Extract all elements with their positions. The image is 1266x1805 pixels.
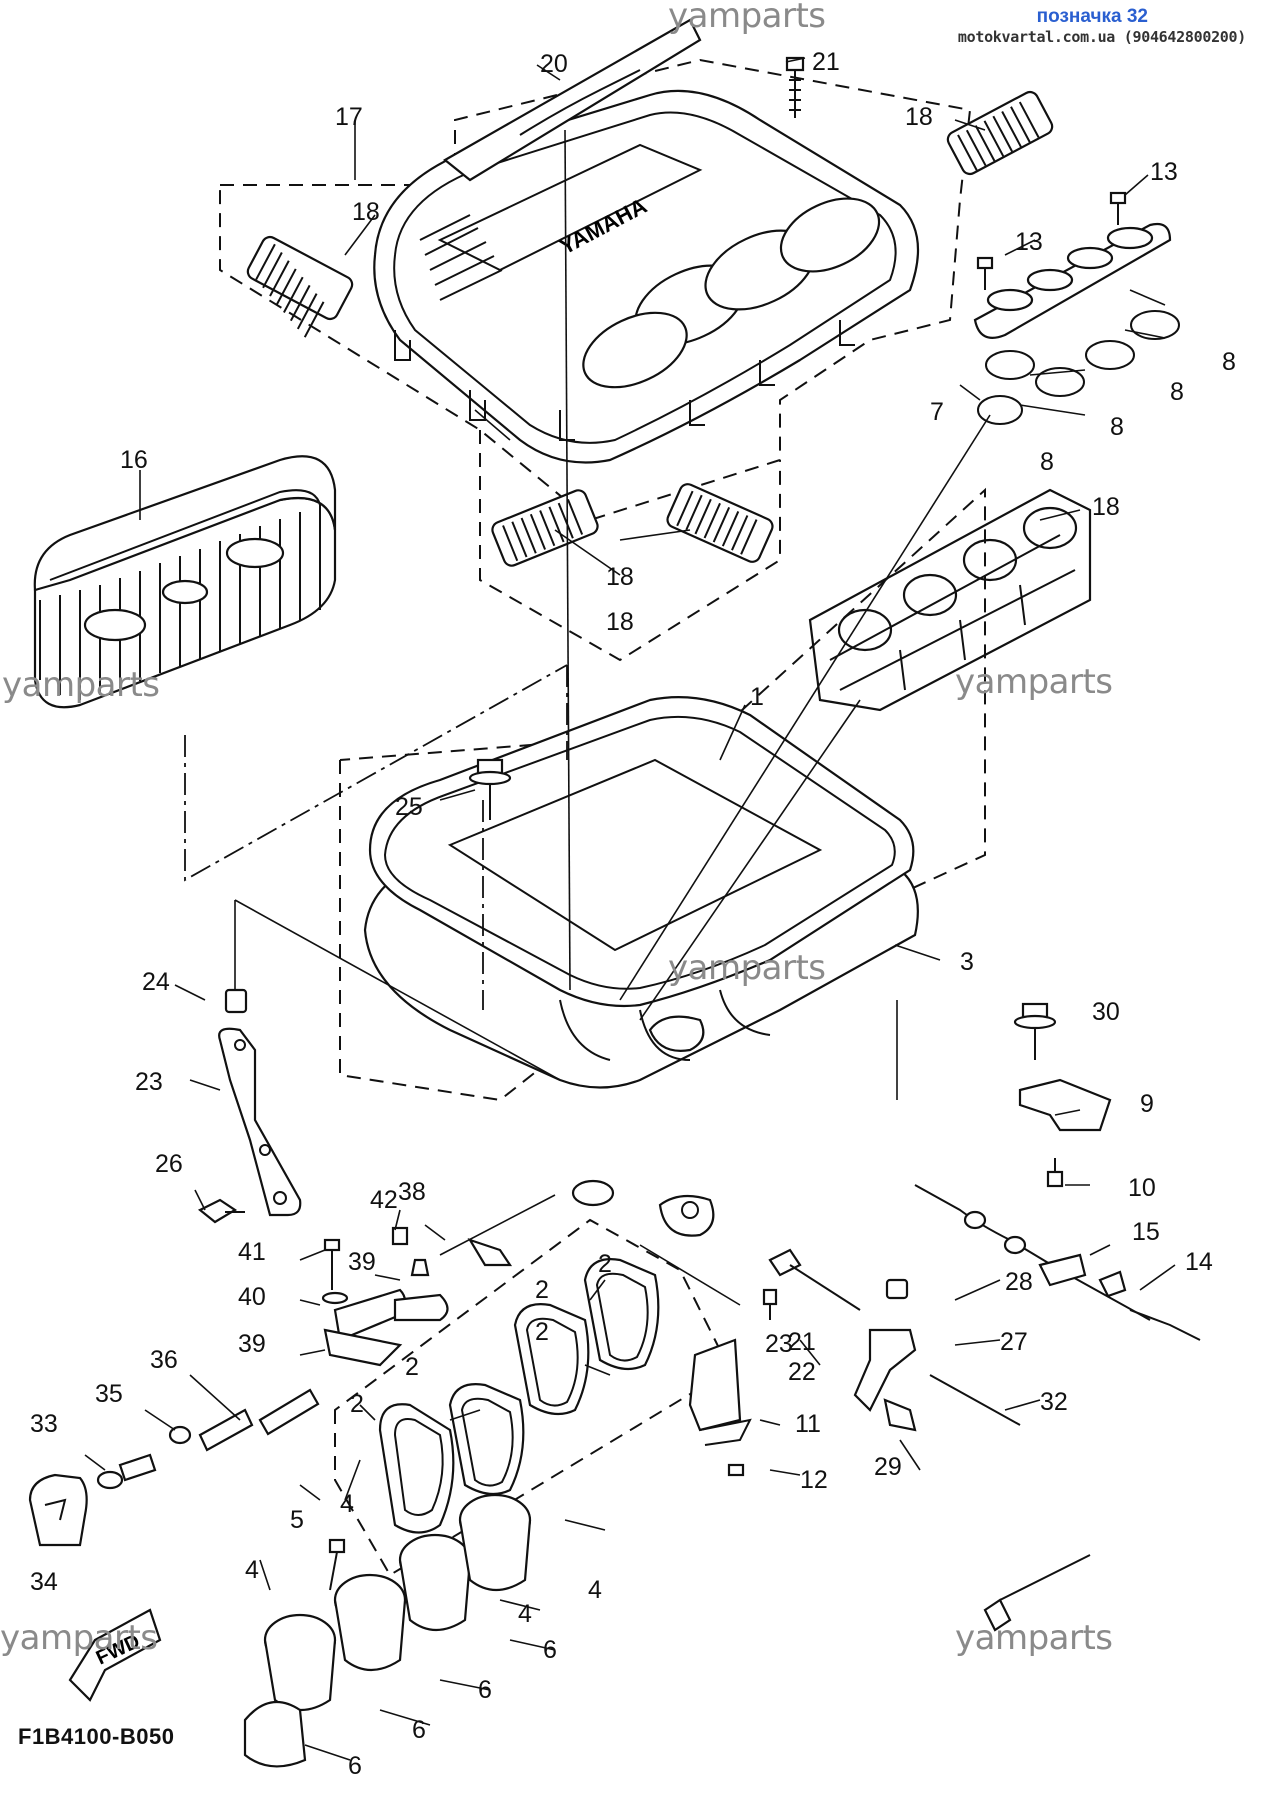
callout: 1 bbox=[750, 683, 764, 711]
callout: 33 bbox=[30, 1410, 58, 1438]
callout: 36 bbox=[150, 1346, 178, 1374]
clip-springs bbox=[246, 90, 1054, 662]
callout: 8 bbox=[1110, 413, 1124, 441]
bolt-25 bbox=[468, 758, 512, 820]
callout: 21 bbox=[788, 1328, 816, 1356]
callout: 18 bbox=[905, 103, 933, 131]
throttle-body-assembly bbox=[808, 488, 1092, 712]
callout: 16 bbox=[120, 446, 148, 474]
callout: 27 bbox=[1000, 1328, 1028, 1356]
callout: 15 bbox=[1132, 1218, 1160, 1246]
callout: 2 bbox=[598, 1250, 612, 1278]
callout: 17 bbox=[335, 103, 363, 131]
callout: 2 bbox=[535, 1276, 549, 1304]
callout: 23 bbox=[135, 1068, 163, 1096]
callout: 35 bbox=[95, 1380, 123, 1408]
bolt-30 bbox=[1013, 1002, 1057, 1060]
callout: 10 bbox=[1128, 1174, 1156, 1202]
air-filter bbox=[33, 455, 337, 709]
breather-parts bbox=[28, 1388, 320, 1547]
assembly-lines bbox=[184, 129, 991, 1306]
callout: 23 bbox=[765, 1330, 793, 1358]
watermark: yamparts bbox=[2, 665, 160, 705]
callout: 5 bbox=[290, 1506, 304, 1534]
callout: 2 bbox=[535, 1318, 549, 1346]
callout: 25 bbox=[395, 793, 423, 821]
watermark: yamparts bbox=[955, 662, 1113, 702]
callout: 12 bbox=[800, 1466, 828, 1494]
callout: 4 bbox=[588, 1576, 602, 1604]
callout: 28 bbox=[1005, 1268, 1033, 1296]
callout: 13 bbox=[1015, 228, 1043, 256]
callout: 9 bbox=[1140, 1090, 1154, 1118]
callout: 22 bbox=[788, 1358, 816, 1386]
callout: 14 bbox=[1185, 1248, 1213, 1276]
callout: 29 bbox=[874, 1453, 902, 1481]
callout: 18 bbox=[352, 198, 380, 226]
watermark: yamparts bbox=[0, 1618, 158, 1658]
callout: 39 bbox=[348, 1248, 376, 1276]
callout: 30 bbox=[1092, 998, 1120, 1026]
watermark: yamparts bbox=[668, 948, 826, 988]
callout: 4 bbox=[340, 1490, 354, 1518]
callout: 3 bbox=[960, 948, 974, 976]
callout-numbers: 20 21 17 18 18 13 13 8 8 8 8 7 16 18 18 … bbox=[30, 48, 1236, 1780]
callout: 41 bbox=[238, 1238, 266, 1266]
callout: 38 bbox=[398, 1178, 426, 1206]
callout: 6 bbox=[412, 1716, 426, 1744]
callout: 2 bbox=[350, 1390, 364, 1418]
callout: 18 bbox=[606, 608, 634, 636]
callout: 6 bbox=[348, 1752, 362, 1780]
callout: 6 bbox=[543, 1636, 557, 1664]
callout: 8 bbox=[1170, 378, 1184, 406]
joint-7-orings bbox=[973, 191, 1180, 425]
clamp-sleeves bbox=[243, 1493, 532, 1768]
callout: 7 bbox=[930, 398, 944, 426]
leader-lines bbox=[84, 57, 1176, 1761]
small-fasteners bbox=[321, 1226, 513, 1367]
callout: 39 bbox=[238, 1330, 266, 1358]
callout: 34 bbox=[30, 1568, 58, 1596]
callout: 4 bbox=[245, 1556, 259, 1584]
bolt-20 bbox=[785, 56, 805, 118]
header-subtitle: motokvartal.com.ua (904642800200) bbox=[957, 28, 1246, 46]
callout: 20 bbox=[540, 50, 568, 78]
callout: 13 bbox=[1150, 158, 1178, 186]
bracket-23 bbox=[197, 988, 302, 1224]
callout: 11 bbox=[795, 1410, 821, 1438]
callout: 21 bbox=[812, 48, 840, 76]
callout: 18 bbox=[1092, 493, 1120, 521]
right-side-parts bbox=[688, 1078, 1201, 1632]
callout: 8 bbox=[1222, 348, 1236, 376]
callout: 18 bbox=[606, 563, 634, 591]
decal-part bbox=[443, 18, 702, 182]
callout: 2 bbox=[405, 1353, 419, 1381]
watermark: yamparts bbox=[955, 1618, 1113, 1658]
watermark: yamparts bbox=[668, 0, 826, 36]
header-title: позначка 32 bbox=[1036, 6, 1148, 27]
airbox-cover-assembly: YAMAHA bbox=[219, 58, 972, 522]
callout: 4 bbox=[518, 1600, 532, 1628]
diagram-code: F1B4100-B050 bbox=[18, 1724, 175, 1749]
callout: 26 bbox=[155, 1150, 183, 1178]
intake-gaskets bbox=[334, 1218, 732, 1577]
callout: 24 bbox=[142, 968, 170, 996]
callout: 40 bbox=[238, 1283, 266, 1311]
callout: 8 bbox=[1040, 448, 1054, 476]
callout: 6 bbox=[478, 1676, 492, 1704]
callout: 32 bbox=[1040, 1388, 1068, 1416]
callout: 42 bbox=[370, 1186, 398, 1214]
